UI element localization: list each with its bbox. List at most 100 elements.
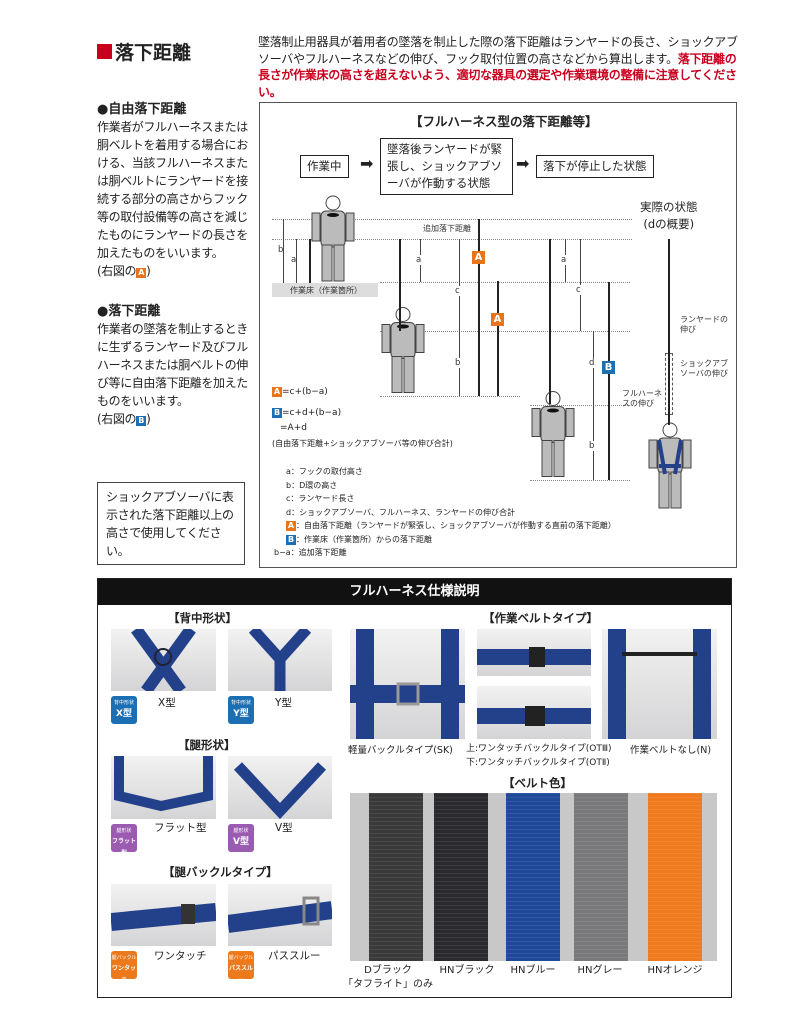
color-hn-gray: HNグレー <box>577 965 623 976</box>
fall-heading: ●落下距離 <box>97 304 161 319</box>
label-a: a <box>561 255 567 265</box>
extra-fall-label: 追加落下距離 <box>423 224 471 233</box>
intro-text: 墜落制止用器具が着用者の墜落を制止した際の落下距離はランヤードの長さ、ショックア… <box>258 35 738 66</box>
actual-state-line1: 実際の状態 <box>640 200 698 214</box>
actual-state-line2: (dの概要) <box>643 217 695 231</box>
photo-back-x <box>111 629 216 691</box>
badge-leg-flat: 腿形状フラット型 <box>111 824 137 852</box>
fall-desc: 作業者の墜落を制止するときに生ずるランヤード及びフルハーネスまたは胴ベルトの伸び… <box>97 322 248 408</box>
badge-small: 腿形状 <box>233 828 249 834</box>
formula-note: (自由落下距離+ショックアブソーバ等の伸び合計) <box>272 439 453 448</box>
legend-item: a：フックの取付高さ <box>274 465 616 479</box>
badge-a: A <box>136 268 147 278</box>
leg-v-label: V型 <box>275 822 293 834</box>
label-c: c <box>576 285 581 295</box>
legend-item: b−a：追加落下距離 <box>274 546 616 560</box>
legend-text: ：自由落下距離（ランヤードが緊張し、ショックアブソーバが作動する直前の落下距離） <box>296 521 616 530</box>
color-name: Dブラック <box>364 965 412 976</box>
legend-item: d：ショックアブソーバ、フルハーネス、ランヤードの伸び合計 <box>274 506 616 520</box>
color-hn-black: HNブラック <box>439 965 495 976</box>
dimension-B <box>608 282 610 480</box>
label-c: c <box>455 286 460 296</box>
dimension-b <box>283 219 284 283</box>
belt-ot2-label: 下:ワンタッチバックルタイプ(OTⅡ) <box>466 758 610 768</box>
legend-key: A <box>286 521 296 531</box>
lanyard-line <box>399 239 401 331</box>
legend-text: ：追加落下距離 <box>290 548 347 557</box>
legend-item: B：作業床（作業箇所）からの落下距離 <box>274 533 616 547</box>
label-B-badge: B <box>602 361 615 374</box>
guide-line <box>380 331 630 332</box>
photo-leg-v <box>228 756 332 819</box>
legend-text: ：ランヤード長さ <box>290 494 355 503</box>
badge-big: フラット型 <box>111 838 136 852</box>
section-title-text: 落下距離 <box>115 42 192 64</box>
formula-b-text: =c+d+(b−a) <box>282 408 342 418</box>
legend-item: c：ランヤード長さ <box>274 492 616 506</box>
label-a: a <box>416 255 422 265</box>
legend-key: b−a <box>274 548 291 557</box>
dimension-a <box>296 239 297 283</box>
lanyard-line <box>668 239 670 425</box>
harness-stretch-label: フルハーネスの伸び <box>622 389 662 408</box>
legend-item: A：自由落下距離（ランヤードが緊張し、ショックアブソーバが作動する直前の落下距離… <box>274 519 616 533</box>
label-b: b <box>589 441 595 451</box>
badge-big: X型 <box>116 709 132 719</box>
legend-key: a <box>286 467 291 476</box>
photo-back-y <box>228 629 332 691</box>
work-floor <box>272 283 378 297</box>
belt-ot3-label: 上:ワンタッチバックルタイプ(OTⅢ) <box>466 744 612 754</box>
lanyard-line <box>309 239 311 283</box>
label-A-badge: A <box>491 313 504 326</box>
color-hn-blue: HNブルー <box>510 965 556 976</box>
label-A-badge: A <box>472 251 485 264</box>
free-fall-desc: 作業者がフルハーネスまたは胴ベルトを着用する場合における、当該フルハーネスまたは… <box>97 120 248 260</box>
flow-step-tension: 墜落後ランヤードが緊張し、ショックアブソーバが作動する状態 <box>380 138 513 195</box>
floor-label: 作業床（作業箇所） <box>290 286 362 295</box>
photo-belt-sk <box>350 629 465 739</box>
photo-buckle-onetouch <box>111 884 216 946</box>
leg-flat-label: フラット型 <box>154 822 207 834</box>
actual-state-title: 実際の状態 (dの概要) <box>640 199 698 233</box>
arrow-right-icon: ➡ <box>360 154 374 173</box>
badge-big: パススルー <box>228 965 253 979</box>
lanyard-line <box>549 239 551 404</box>
label-b: b <box>455 358 461 368</box>
guide-line <box>380 396 520 397</box>
photo-belt-none <box>602 629 717 739</box>
label-b: b <box>278 245 284 255</box>
swatch-hn-gray <box>574 793 628 961</box>
swatch-d-black <box>369 793 423 961</box>
legend-item: b：D環の高さ <box>274 479 616 493</box>
belt-color-heading: 【ベルト色】 <box>503 776 572 790</box>
worker-figure-working <box>311 195 355 282</box>
photo-belt-ot3 <box>477 629 591 676</box>
legend: a：フックの取付高さ b：D環の高さ c：ランヤード長さ d：ショックアブソーバ… <box>274 465 616 560</box>
leg-shape-heading: 【腿形状】 <box>178 738 236 752</box>
guide-line <box>272 219 632 220</box>
photo-leg-flat <box>111 756 216 819</box>
legend-key: b <box>286 480 292 490</box>
badge-b: B <box>136 416 147 426</box>
badge-a: A <box>272 387 282 397</box>
badge-b: B <box>272 408 282 418</box>
ref-suffix: ) <box>146 412 151 426</box>
intro-warning: 落下距離の長さが作業床の高さを超えないよう、適切な器具の選定や作業環境の整備に注… <box>258 51 737 99</box>
dimension-d <box>593 331 594 405</box>
badge-back-x: 背中形状 X型 <box>111 696 137 724</box>
guide-line <box>272 239 632 240</box>
ref-suffix: ) <box>146 264 151 278</box>
formula-b: B=c+d+(b−a) <box>272 406 453 421</box>
title-square-icon <box>97 44 112 59</box>
fall-distance-diagram: 【フルハーネス型の落下距離等】 作業中 ➡ 墜落後ランヤードが緊張し、ショックア… <box>259 102 737 568</box>
swatch-hn-black <box>434 793 488 961</box>
guide-line <box>530 480 630 481</box>
dimension-A <box>478 219 480 396</box>
ref-prefix: (右図の <box>97 412 137 426</box>
formula-block: A=c+(b−a) B=c+d+(b−a) =A+d (自由落下距離+ショックア… <box>272 385 453 451</box>
notice-box: ショックアブソーバに表示された落下距離以上の高さで使用してください。 <box>97 482 245 565</box>
dimension-c <box>459 239 460 396</box>
badge-small: 背中形状 <box>113 700 134 706</box>
